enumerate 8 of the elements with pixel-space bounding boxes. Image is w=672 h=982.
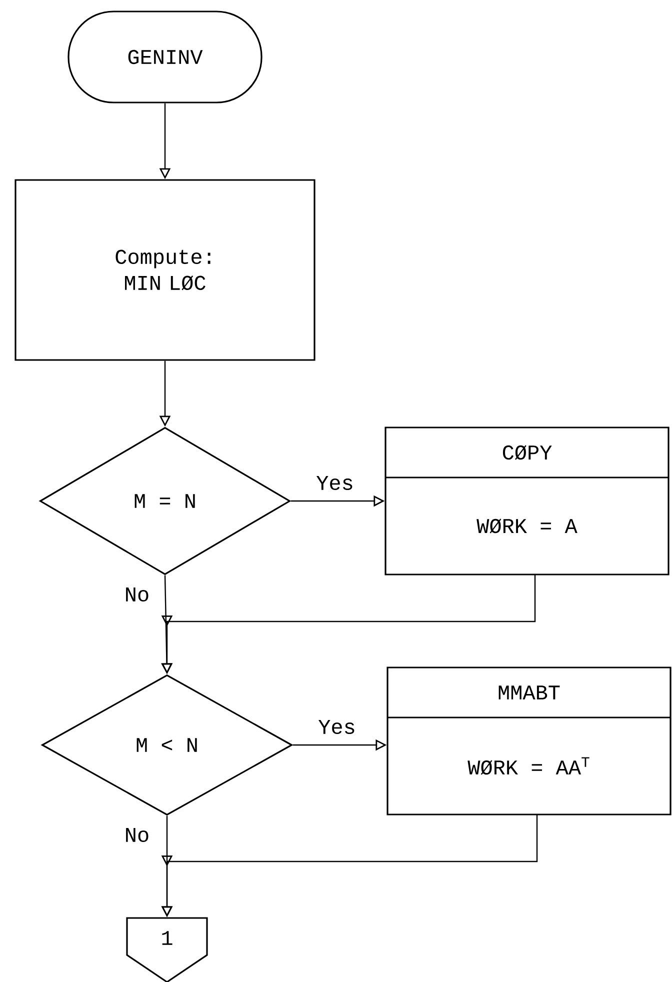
process-box: Compute: MIN LØC xyxy=(14,179,316,361)
edge-label: Yes xyxy=(316,476,352,490)
edge-label: No xyxy=(126,828,148,842)
subroutine-box: CØPY WØRK = A xyxy=(384,426,670,576)
off-page-connector: 1 xyxy=(126,917,208,982)
subroutine-box: MMABT WØRK = AA$^{T}$ xyxy=(386,666,672,816)
edge-label: Yes xyxy=(318,720,354,734)
edge-label: No xyxy=(126,588,148,602)
